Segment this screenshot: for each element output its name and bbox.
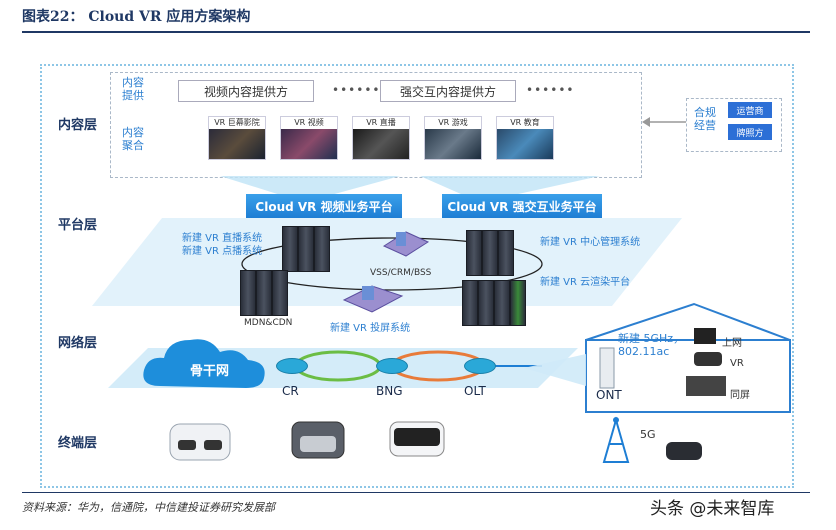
diagram-frame [40, 64, 794, 488]
cloud-render-note: 新建 VR 云渲染平台 [540, 277, 631, 288]
home-item-vr: VR [730, 358, 744, 369]
cloud-icon [143, 339, 265, 388]
vr-headset-home-icon [694, 352, 722, 366]
screen-cast-note: 新建 VR 投屏系统 [330, 323, 411, 334]
thumb-game-image [425, 129, 481, 159]
thumb-cinema-image [209, 129, 265, 159]
backbone-label: 骨干网 [190, 364, 230, 379]
ops-tag-operator: 运营商 [728, 102, 772, 118]
ops-label: 合规 经营 [694, 106, 716, 132]
content-provide-label: 内容 提供 [122, 76, 144, 102]
vr-headset-gray-icon [291, 421, 345, 459]
video-content-provider: 视频内容提供方 [178, 80, 314, 102]
home-item-internet: 上网 [722, 338, 742, 349]
provider-dots-1: •••••• [332, 83, 381, 97]
node-bng: BNG [376, 384, 403, 398]
thumb-video-image [281, 129, 337, 159]
platform-plane [92, 218, 682, 306]
vr-headset-white-icon [169, 423, 231, 461]
content-aggregate-label: 内容 聚合 [122, 126, 144, 152]
vss-server-icon [382, 231, 430, 257]
thumb-education-image [497, 129, 553, 159]
server-rack-render [462, 280, 534, 330]
thumb-video-label: VR 视频 [294, 118, 324, 127]
thumb-live-label: VR 直播 [366, 118, 396, 127]
video-platform-banner: Cloud VR 视频业务平台 [246, 194, 402, 218]
mdn-label: MDN&CDN [244, 318, 293, 328]
bng-router-icon [376, 358, 408, 374]
thumb-game: VR 游戏 [424, 116, 482, 160]
layer-label-network: 网络层 [58, 336, 98, 351]
thumb-live-image [353, 129, 409, 159]
phone-device-icon [694, 328, 716, 344]
server-rack-live [282, 226, 342, 276]
watermark: 头条 @未来智库 [650, 499, 775, 519]
vr-headset-small-icon [666, 442, 702, 460]
vr-headset-black-icon [389, 421, 445, 457]
title-rule [22, 31, 810, 33]
interactive-platform-banner: Cloud VR 强交互业务平台 [442, 194, 602, 218]
thumb-education-label: VR 教育 [510, 118, 540, 127]
vss-label: VSS/CRM/BSS [370, 268, 432, 278]
five-g-label: 5G [640, 428, 656, 441]
interactive-content-provider: 强交互内容提供方 [380, 80, 516, 102]
tv-device-icon [686, 376, 726, 396]
thumb-game-label: VR 游戏 [438, 118, 468, 127]
thumb-cinema: VR 巨幕影院 [208, 116, 266, 160]
server-rack-mgmt [466, 230, 526, 280]
server-rack-mdn [240, 270, 300, 320]
live-systems-note: 新建 VR 直播系统 新建 VR 点播系统 [182, 233, 263, 257]
screen-cast-server-icon [342, 285, 404, 313]
center-mgmt-note: 新建 VR 中心管理系统 [540, 237, 641, 248]
footer-rule [22, 492, 810, 493]
ops-tag-license: 牌照方 [728, 124, 772, 140]
layer-label-platform: 平台层 [58, 218, 98, 233]
thumb-cinema-label: VR 巨幕影院 [214, 118, 260, 127]
content-to-platform-arrows [220, 176, 600, 198]
node-olt: OLT [464, 384, 486, 398]
thumb-education: VR 教育 [496, 116, 554, 160]
ops-arrow-icon [642, 117, 686, 127]
layer-label-content: 内容层 [58, 118, 98, 133]
figure-title: 图表22： Cloud VR 应用方案架构 [22, 9, 251, 25]
olt-router-icon [464, 358, 496, 374]
ont-label: ONT [596, 388, 622, 402]
home-item-mirror: 同屏 [730, 390, 750, 401]
cr-router-icon [276, 358, 308, 374]
layer-label-terminal: 终端层 [58, 436, 98, 451]
antenna-5g-icon [602, 416, 630, 463]
thumb-video: VR 视频 [280, 116, 338, 160]
wifi-note: 新建 5GHz， 802.11ac [618, 332, 685, 358]
node-cr: CR [282, 384, 299, 398]
thumb-live: VR 直播 [352, 116, 410, 160]
provider-dots-2: •••••• [526, 83, 575, 97]
source-note: 资料来源：华为，信通院，中信建投证券研究发展部 [22, 501, 275, 514]
